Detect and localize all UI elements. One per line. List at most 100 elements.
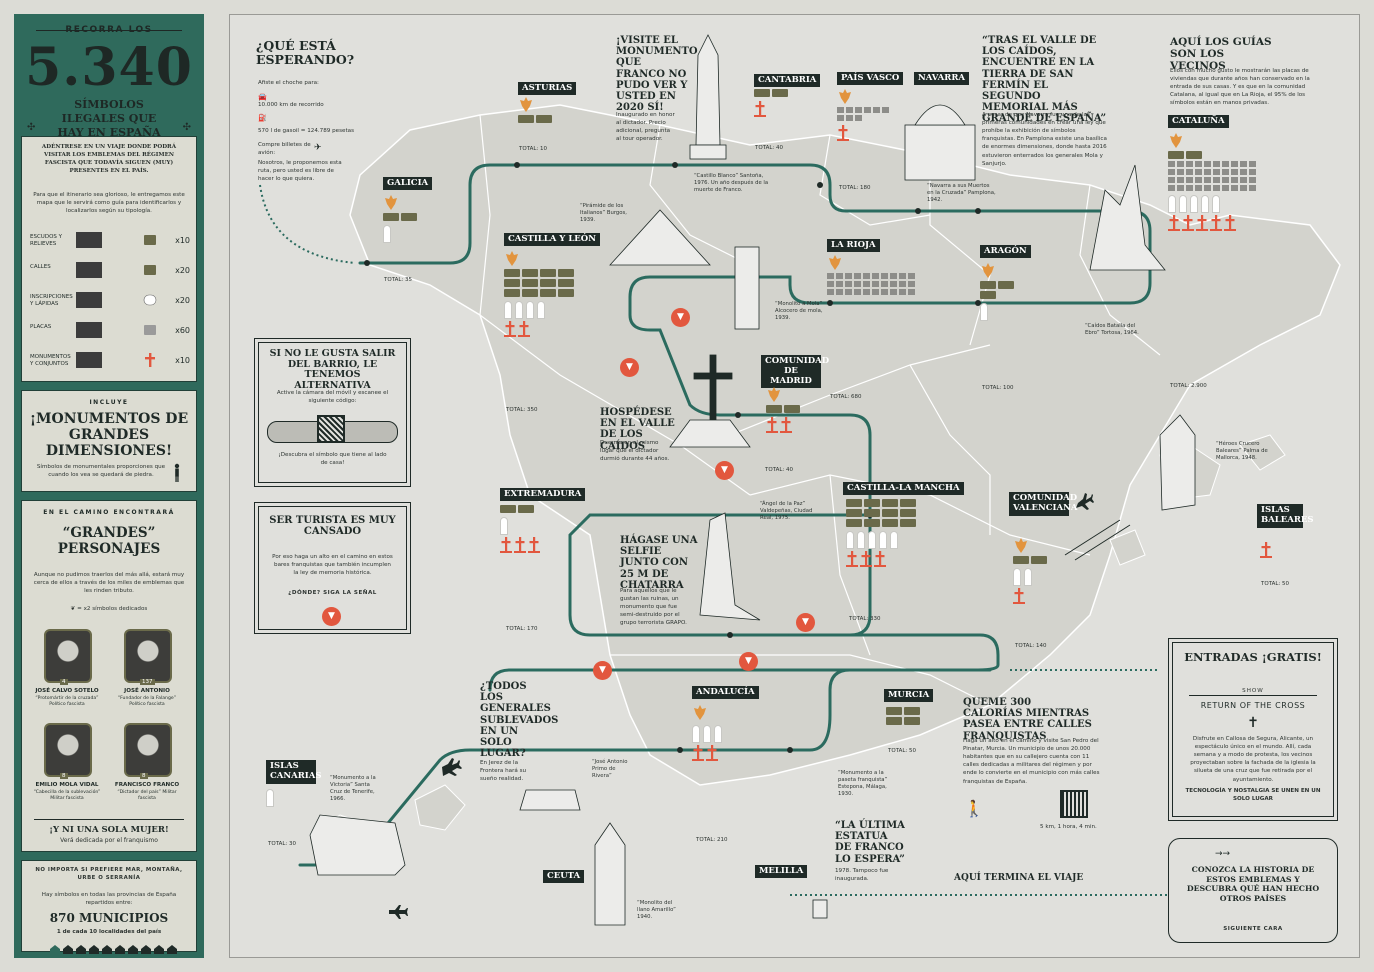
person-number: 137 bbox=[140, 679, 155, 685]
legend-label: PLACAS bbox=[30, 324, 52, 330]
symbol-glyph bbox=[540, 279, 556, 287]
symbol-glyph bbox=[1168, 195, 1176, 213]
selfie-title: HÁGASE UNA SELFIE JUNTO CON 25 M DE CHAT… bbox=[620, 535, 698, 591]
portrait-image bbox=[44, 723, 92, 777]
cross-icon bbox=[1013, 588, 1025, 604]
total-clm: TOTAL: 330 bbox=[849, 616, 881, 622]
total-pvasco: TOTAL: 180 bbox=[839, 185, 871, 191]
bar-sign-icon: ▼ bbox=[715, 461, 734, 480]
bar-sign-icon: ▼ bbox=[593, 661, 612, 680]
person-role: “Protomártir de la cruzada” Político fas… bbox=[35, 696, 99, 707]
cross-icon bbox=[846, 551, 858, 567]
symbol-glyph bbox=[1231, 177, 1238, 183]
symbol-glyph bbox=[1013, 556, 1029, 564]
symbol-glyph bbox=[827, 273, 834, 279]
symbol-glyph bbox=[908, 273, 915, 279]
legend-multiplier: x20 bbox=[175, 296, 190, 305]
symbol-glyph bbox=[1240, 161, 1247, 167]
symbol-glyph bbox=[980, 291, 996, 299]
sidebar-header: RECORRA LOS 5.340 SÍMBOLOS ILEGALES QUE … bbox=[21, 24, 197, 139]
person-number: 8 bbox=[60, 773, 68, 779]
qr-code[interactable] bbox=[317, 415, 345, 443]
legend-example-image bbox=[76, 322, 102, 338]
barrio-title: SI NO LE GUSTA SALIR DEL BARRIO, LE TENE… bbox=[269, 348, 396, 391]
fin-text: AQUÍ TERMINA EL VIAJE bbox=[954, 873, 1084, 883]
route-dashed bbox=[259, 184, 1170, 896]
total-canarias: TOTAL: 30 bbox=[268, 841, 297, 847]
ornament-left-icon: ✣ bbox=[27, 122, 36, 133]
total-cataluna: TOTAL: 2.900 bbox=[1170, 383, 1207, 389]
symbol-glyph bbox=[827, 281, 834, 287]
symbol-glyph bbox=[854, 289, 861, 295]
person-number: 4 bbox=[60, 679, 68, 685]
valle-title: “TRAS EL VALLE DE LOS CAÍDOS, ENCUENTRE … bbox=[982, 35, 1107, 125]
symbol-glyph bbox=[558, 289, 574, 297]
legend-symbol-icon bbox=[142, 322, 158, 338]
cross-icon bbox=[500, 537, 512, 553]
total-baleares: TOTAL: 50 bbox=[1261, 581, 1290, 587]
baleares-caption: “Héroes Crucero Baleares” Palma de Mallo… bbox=[1216, 441, 1268, 462]
symbol-glyph bbox=[1249, 169, 1256, 175]
symbol-glyph bbox=[504, 269, 520, 277]
esperando-fuel: 570 l de gasoil = 124.789 pesetas bbox=[258, 128, 355, 134]
symbol-glyph bbox=[837, 107, 844, 113]
symbol-glyph bbox=[980, 281, 996, 289]
symbol-glyph bbox=[1213, 177, 1220, 183]
shield-icon bbox=[504, 251, 520, 267]
symbol-glyph bbox=[845, 289, 852, 295]
arrow-line bbox=[1074, 524, 1131, 561]
symbol-glyph bbox=[540, 289, 556, 297]
historia-box[interactable]: →→ CONOZCA LA HISTORIA DE ESTOS EMBLEMAS… bbox=[1168, 838, 1338, 943]
symbol-glyph bbox=[980, 303, 988, 321]
big-number: 5.340 bbox=[25, 37, 193, 98]
symbol-glyph bbox=[1204, 169, 1211, 175]
symbol-glyph bbox=[908, 289, 915, 295]
includes-small: INCLUYE bbox=[89, 399, 129, 406]
total-rioja: TOTAL: 680 bbox=[830, 394, 862, 400]
cross-icon bbox=[1210, 215, 1222, 231]
person-role: “Cabecilla de la sublevación” Militar fa… bbox=[33, 790, 101, 801]
total-galicia: TOTAL: 35 bbox=[384, 277, 413, 283]
cansado-box: SER TURISTA ES MUY CANSADO Por eso haga … bbox=[254, 502, 411, 634]
estepona-caption: “Monumento a la paseta franquista” Estep… bbox=[838, 770, 888, 798]
symbol-glyph bbox=[998, 281, 1014, 289]
symbol-glyph bbox=[882, 499, 898, 507]
symbol-glyph bbox=[845, 281, 852, 287]
historia-foot: SIGUIENTE CARA bbox=[1223, 926, 1283, 932]
guias-title: AQUÍ LOS GUÍAS SON LOS VECINOS bbox=[1170, 36, 1272, 72]
symbol-glyph bbox=[908, 281, 915, 287]
symbol-glyph bbox=[900, 499, 916, 507]
symbol-glyph bbox=[1168, 169, 1175, 175]
symbol-glyph bbox=[558, 279, 574, 287]
legend-multiplier: x10 bbox=[175, 236, 190, 245]
intro-body: Para que el itinerario sea glorioso, le … bbox=[33, 192, 185, 215]
shield-icon bbox=[1013, 538, 1029, 554]
region-tag-rioja: LA RIOJA bbox=[827, 239, 880, 252]
house-icon bbox=[128, 939, 138, 954]
qr-code-route[interactable] bbox=[1060, 790, 1088, 818]
symbol-glyph bbox=[836, 281, 843, 287]
shield-icon bbox=[837, 89, 853, 105]
legend-label: CALLES bbox=[30, 264, 51, 270]
legend-symbol-icon bbox=[142, 232, 158, 248]
header-top: RECORRA LOS bbox=[65, 25, 153, 35]
ultima-title: “LA ÚLTIMA ESTATUA DE FRANCO LO ESPERA” bbox=[835, 820, 905, 865]
symbol-glyph bbox=[872, 273, 879, 279]
region-tag-galicia: GALICIA bbox=[383, 177, 433, 190]
person-role: “Dictador del país” Militar fascista bbox=[117, 790, 177, 801]
header-sub: SÍMBOLOS ILEGALES QUE HAY EN ESPAÑA bbox=[57, 98, 161, 139]
bar-sign-icon: ▼ bbox=[739, 652, 758, 671]
symbol-glyph bbox=[1222, 185, 1229, 191]
symbol-glyph bbox=[558, 269, 574, 277]
region-tag-ceuta: CEUTA bbox=[543, 870, 585, 883]
generales-body: En Jerez de la Frontera hará su sueño re… bbox=[480, 760, 527, 783]
region-tag-melilla: MELILLA bbox=[755, 865, 808, 878]
symbol-glyph bbox=[754, 89, 770, 97]
cansado-foot: ¿DÓNDE? SIGA LA SEÑAL bbox=[288, 590, 377, 596]
symbol-glyph bbox=[846, 107, 853, 113]
symbol-glyph bbox=[504, 279, 520, 287]
legend-symbol-icon bbox=[142, 262, 158, 278]
cansado-title: SER TURISTA ES MUY CANSADO bbox=[269, 515, 396, 538]
